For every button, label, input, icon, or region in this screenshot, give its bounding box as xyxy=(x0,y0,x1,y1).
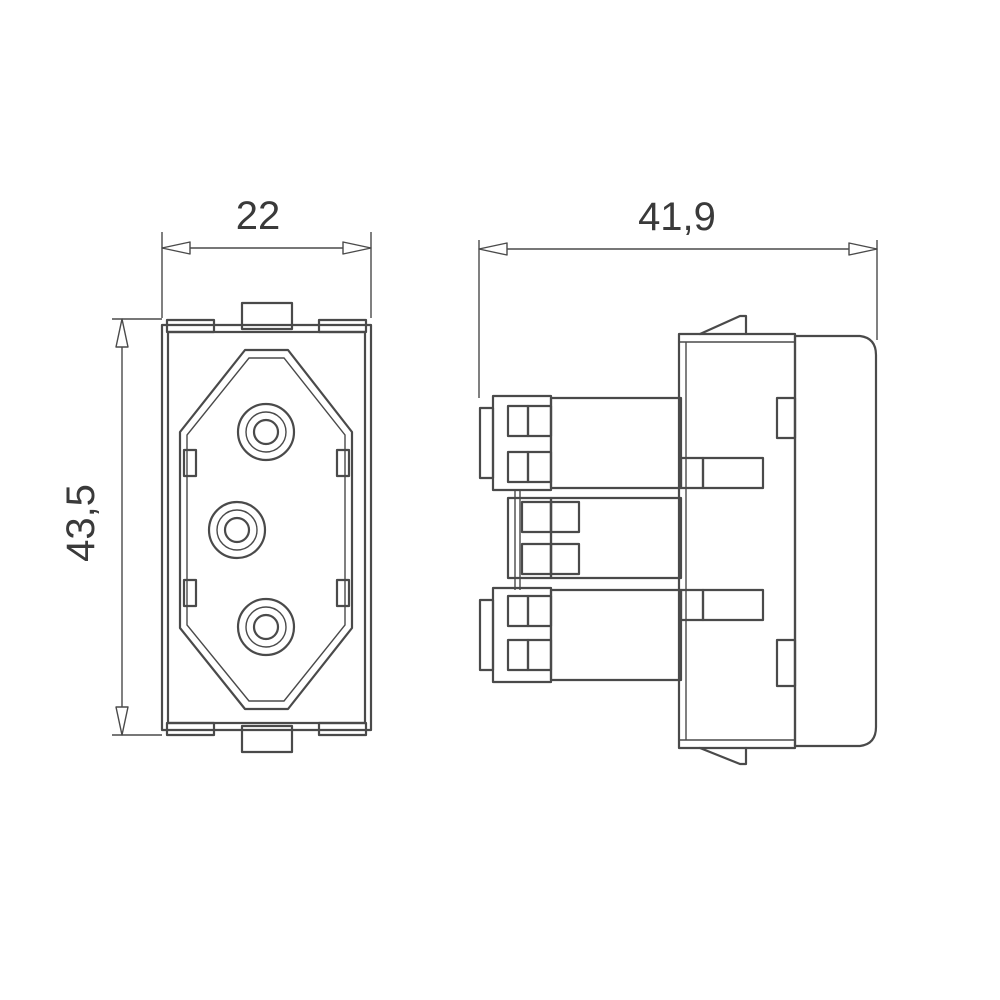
depth-dimension: 41,9 xyxy=(478,195,878,398)
terminal-upper xyxy=(478,394,553,492)
contact-block-upper xyxy=(549,396,683,490)
guide-slot xyxy=(335,448,351,478)
height-dimension: 43,5 xyxy=(59,318,162,736)
socket-recess xyxy=(178,348,354,711)
terminal-middle xyxy=(506,490,581,590)
contact-block-middle xyxy=(549,496,683,580)
height-label: 43,5 xyxy=(59,484,103,562)
arrow-left xyxy=(161,241,191,255)
width-dimension: 22 xyxy=(161,194,372,318)
side-view xyxy=(478,314,878,766)
front-view xyxy=(160,301,373,754)
arrow-down xyxy=(115,706,129,736)
pin-hole-bottom xyxy=(236,597,296,657)
bottom-tab xyxy=(240,724,294,754)
housing xyxy=(677,332,797,750)
arrow-left xyxy=(478,242,508,256)
latch xyxy=(775,396,797,440)
arrow-right xyxy=(848,242,878,256)
arrow-up xyxy=(115,318,129,348)
guide-slot xyxy=(335,578,351,608)
arrow-right xyxy=(342,241,372,255)
top-tab xyxy=(240,301,294,331)
guide-slot xyxy=(182,448,198,478)
pin-hole-middle xyxy=(207,500,267,560)
terminal-lower xyxy=(478,586,553,684)
latch xyxy=(775,638,797,688)
width-label: 22 xyxy=(236,194,281,238)
bottom-clip xyxy=(698,746,748,766)
module-face xyxy=(166,330,367,725)
contact-block-lower xyxy=(549,588,683,682)
top-clip xyxy=(698,314,748,336)
socket-recess-inner xyxy=(186,357,346,702)
pin-hole-top xyxy=(236,402,296,462)
guide-slot xyxy=(182,578,198,608)
front-cover xyxy=(793,334,878,748)
module-frame xyxy=(160,323,373,732)
depth-label: 41,9 xyxy=(638,195,716,239)
